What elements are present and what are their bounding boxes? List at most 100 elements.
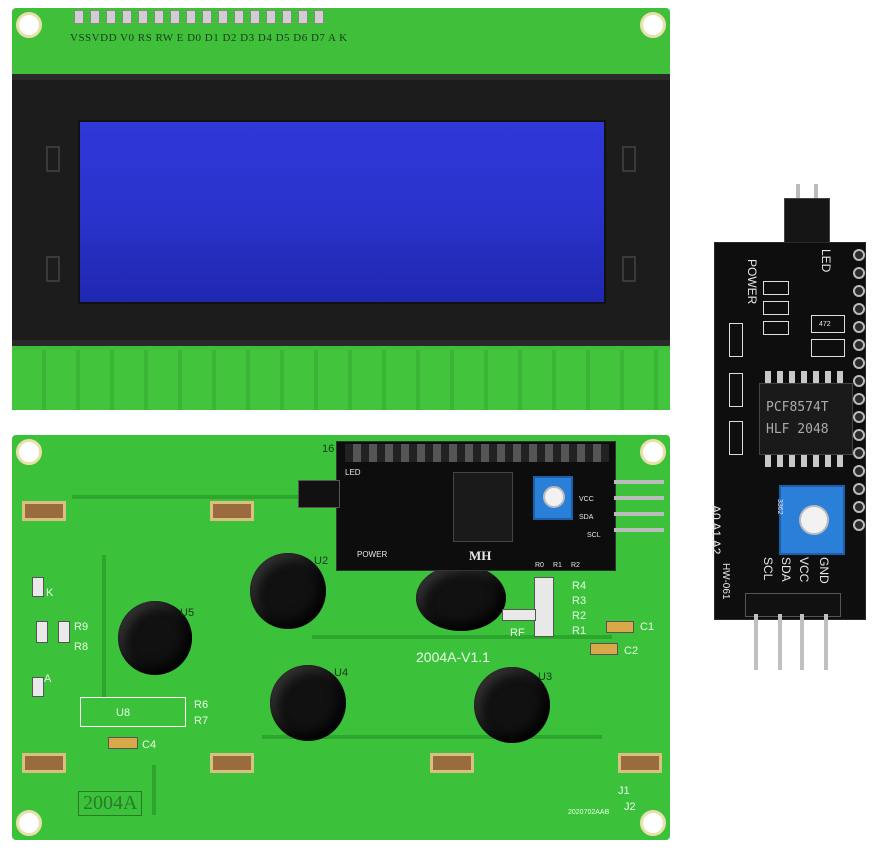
label-scl: SCL <box>761 557 775 581</box>
header-strip <box>345 444 609 462</box>
mounting-hole <box>640 439 666 465</box>
label-led: LED <box>345 468 361 477</box>
mounting-hole <box>16 810 42 836</box>
label-u5: U5 <box>180 607 195 619</box>
label-r0: R0 <box>535 562 544 569</box>
smd-component <box>32 577 44 597</box>
mounting-hole <box>16 439 42 465</box>
label-power: POWER <box>745 259 759 305</box>
label-u8: U8 <box>116 707 131 719</box>
label-c2: C2 <box>624 645 639 657</box>
i2c-header-housing <box>745 593 841 617</box>
label-r3: R3 <box>572 595 587 607</box>
contrast-pot <box>533 476 573 520</box>
label-r1: R1 <box>553 562 562 569</box>
label-j2: J2 <box>624 801 636 813</box>
model-silkscreen-box: 2004A <box>78 791 143 816</box>
smd-capacitor <box>606 621 634 633</box>
chip-marking-line2: HLF 2048 <box>766 422 829 437</box>
pin-lead <box>614 512 664 516</box>
smd-component <box>32 677 44 697</box>
pcb-trace-strip <box>12 350 670 410</box>
label-gnd: GND <box>817 557 831 584</box>
board-model-label: HW-061 <box>720 563 731 600</box>
label-led: LED <box>819 249 833 273</box>
label-r7: R7 <box>194 715 209 727</box>
label-scl: SCL <box>587 532 601 539</box>
bezel-slot <box>622 256 636 282</box>
jumper <box>298 480 340 508</box>
label-u2: U2 <box>314 555 329 567</box>
header-pin <box>800 614 804 670</box>
pcf8574t-chip: PCF8574T HLF 2048 <box>759 383 853 455</box>
smd-resistor <box>729 373 743 407</box>
copper-pad <box>22 501 66 521</box>
label-r6: R6 <box>194 699 209 711</box>
resistor-array <box>534 577 554 637</box>
label-k: K <box>46 587 54 599</box>
bezel-slot <box>46 146 60 172</box>
mounting-hole <box>16 12 42 38</box>
label-r1: R1 <box>572 625 587 637</box>
smd-capacitor <box>590 643 618 655</box>
header-pin <box>824 614 828 670</box>
header-pin <box>778 614 782 670</box>
copper-pad <box>210 753 254 773</box>
copper-pad <box>22 753 66 773</box>
copper-pad <box>430 753 474 773</box>
label-vcc: VCC <box>579 496 594 503</box>
smd-resistor <box>763 301 789 315</box>
label-u3: U3 <box>538 671 553 683</box>
label-r-value: 472 <box>819 321 831 328</box>
label-rf: RF <box>510 627 525 639</box>
label-a: A <box>44 673 52 685</box>
label-c1: C1 <box>640 621 655 633</box>
label-pin16: 16 <box>322 443 335 455</box>
cob-blob-u1 <box>416 565 506 631</box>
label-address-pads: A0 A1 A2 <box>709 505 723 555</box>
label-r2: R2 <box>572 610 587 622</box>
pin-lead <box>614 528 664 532</box>
smd-capacitor <box>811 339 845 357</box>
pot-knob <box>799 505 829 535</box>
contrast-potentiometer: 3362 <box>776 485 845 555</box>
smd-resistor <box>729 323 743 357</box>
label-r4: R4 <box>572 580 587 592</box>
model-label: 2004A-V1.1 <box>416 649 490 665</box>
label-u4: U4 <box>334 667 349 679</box>
label-power: POWER <box>357 550 388 559</box>
u8-footprint <box>80 697 186 727</box>
smd-resistor <box>502 609 536 621</box>
header-pins <box>74 10 354 26</box>
cob-blob-u3 <box>474 667 550 743</box>
chip-marking-line1: PCF8574T <box>766 400 829 415</box>
label-r9: R9 <box>74 621 89 633</box>
smd-capacitor <box>108 737 138 749</box>
copper-pad <box>618 753 662 773</box>
label-sda: SDA <box>579 514 594 521</box>
i2c-lcd-adapter-board: LED POWER 472 PCF8574T HLF 2048 A0 A1 A2… <box>709 242 866 620</box>
label-mh: MH <box>469 548 492 563</box>
copper-pad <box>210 501 254 521</box>
pot-marking: 3362 <box>776 499 783 515</box>
date-code: 2020702AAB <box>568 809 610 816</box>
mounting-hole <box>640 810 666 836</box>
label-r8: R8 <box>74 641 89 653</box>
cob-blob-u4 <box>270 665 346 741</box>
bezel-slot <box>622 146 636 172</box>
header-pin <box>754 614 758 670</box>
lcd-blue-screen <box>78 120 606 304</box>
pin-lead <box>614 480 664 484</box>
smd-resistor <box>729 421 743 455</box>
pin-labels: VSSVDD V0 RS RW E D0 D1 D2 D3 D4 D5 D6 D… <box>70 32 348 44</box>
bezel-slot <box>46 256 60 282</box>
smd-resistor <box>811 315 845 333</box>
i2c-adapter-on-back: LED POWER MH VCC SDA SCL R0 R1 R2 <box>336 441 616 571</box>
smd-resistor <box>763 281 789 295</box>
smd-resistor <box>763 321 789 335</box>
smd-component <box>58 621 70 643</box>
mounting-hole <box>640 12 666 38</box>
label-sda: SDA <box>779 557 793 582</box>
cob-blob-u2 <box>250 553 326 629</box>
smd-component <box>36 621 48 643</box>
